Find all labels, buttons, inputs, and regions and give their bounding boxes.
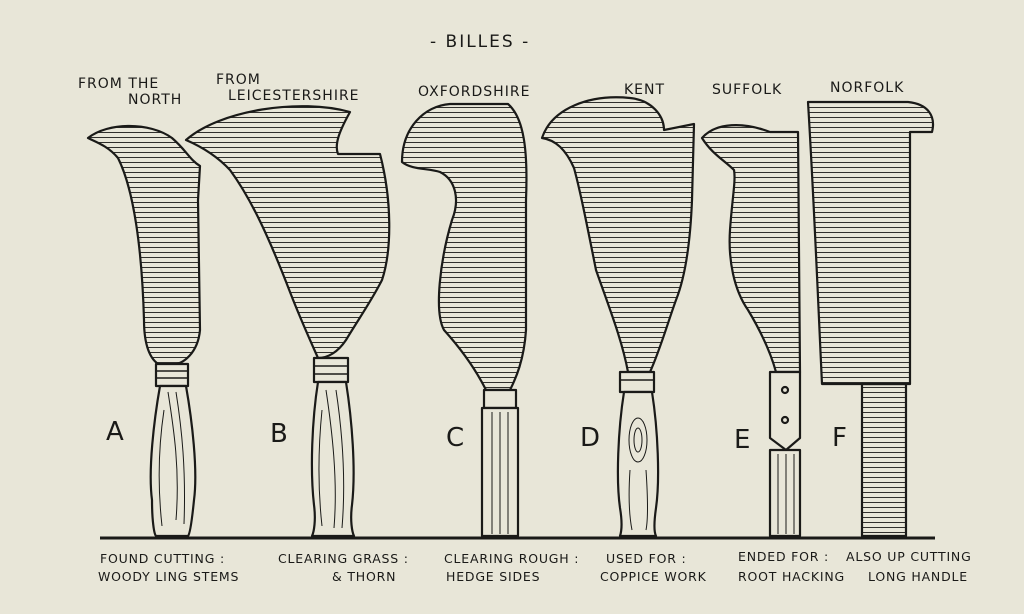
- blade-e: [700, 124, 802, 374]
- origin-d: KENT: [624, 82, 666, 98]
- origin-e: SUFFOLK: [712, 82, 783, 98]
- caption-e-line2: ROOT HACKING: [738, 569, 845, 584]
- caption-d-line2: COPPICE WORK: [600, 569, 707, 584]
- origin-a-line2: NORTH: [128, 92, 183, 108]
- ferrule-b: [312, 356, 350, 384]
- caption-f-line2: LONG HANDLE: [868, 569, 968, 584]
- caption-a-line2: WOODY LING STEMS: [98, 569, 240, 584]
- billhook-d: [540, 96, 696, 538]
- letter-f: F: [832, 423, 847, 453]
- letter-a: A: [106, 417, 124, 447]
- origin-a-line1: FROM THE: [78, 76, 160, 92]
- origin-b-line1: FROM: [216, 72, 261, 88]
- handle-b: [310, 380, 356, 538]
- billhook-b: [184, 105, 391, 538]
- blade-f: [806, 100, 935, 386]
- caption-a-line1: FOUND CUTTING :: [100, 551, 225, 566]
- letter-e: E: [734, 425, 751, 455]
- caption-b-line1: CLEARING GRASS :: [278, 551, 409, 566]
- handle-f: [860, 382, 908, 538]
- caption-c-line2: HEDGE SIDES: [446, 569, 541, 584]
- caption-f-line1: ALSO UP CUTTING: [846, 549, 972, 564]
- handle-e: [768, 448, 802, 538]
- letter-c: C: [446, 423, 465, 453]
- plate-title: - BILLES -: [430, 32, 531, 52]
- letter-b: B: [270, 419, 288, 449]
- billhook-f: [806, 100, 935, 538]
- blade-b: [184, 105, 391, 360]
- origin-f: NORFOLK: [830, 80, 905, 96]
- ferrule-a: [154, 362, 190, 388]
- ferrule-c: [482, 388, 518, 410]
- letter-d: D: [580, 423, 601, 453]
- tang-e: [768, 370, 802, 452]
- handle-a: [149, 384, 197, 538]
- origin-b-line2: LEICESTERSHIRE: [228, 88, 360, 104]
- caption-e-line1: ENDED FOR :: [738, 549, 830, 564]
- ferrule-d: [618, 370, 656, 394]
- blade-a: [86, 124, 202, 367]
- blade-d: [540, 96, 696, 374]
- caption-c-line1: CLEARING ROUGH :: [444, 551, 580, 566]
- blade-c: [400, 102, 528, 392]
- caption-b-line2: & THORN: [332, 569, 397, 584]
- billhook-e: [700, 124, 802, 538]
- caption-d-line1: USED FOR :: [606, 551, 687, 566]
- origin-c: OXFORDSHIRE: [418, 84, 531, 100]
- billhook-c: [400, 102, 528, 538]
- handle-d: [616, 390, 660, 538]
- billhook-a: [86, 124, 202, 538]
